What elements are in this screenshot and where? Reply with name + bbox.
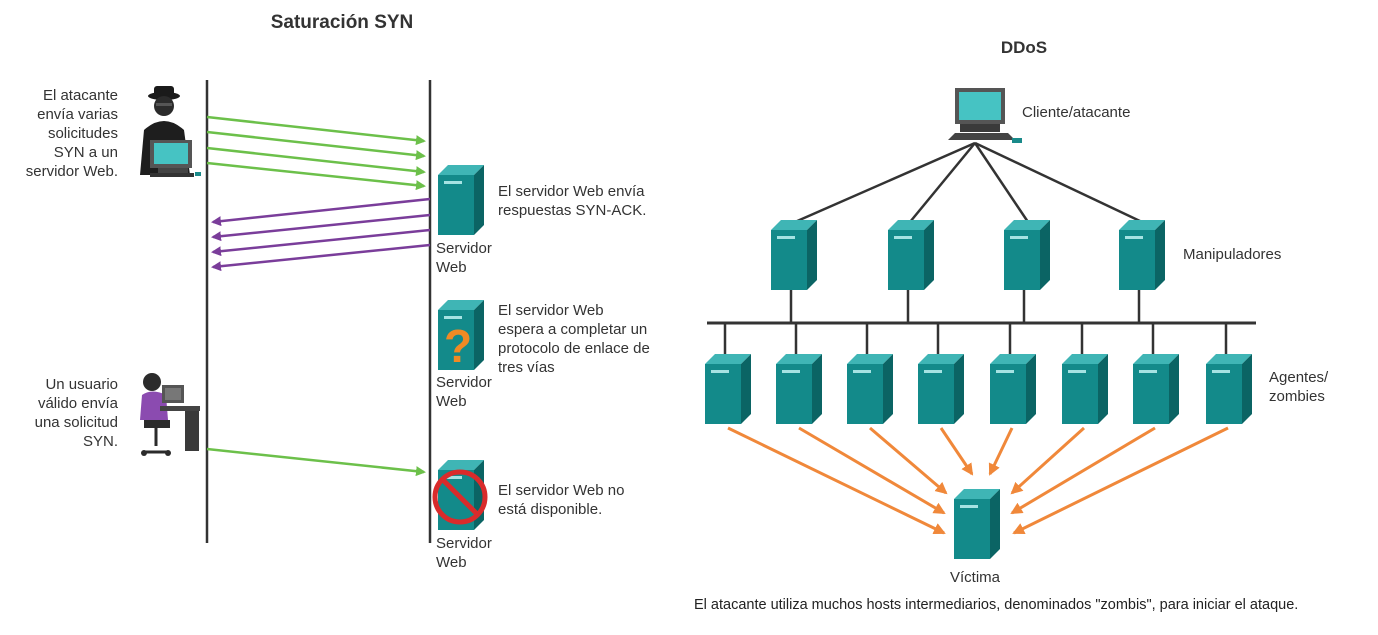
step1-text-line: respuestas SYN-ACK. <box>498 202 646 219</box>
attack-arrow <box>869 426 948 495</box>
server-label: Servidor Web <box>436 535 492 571</box>
client-handler-link <box>794 141 976 224</box>
user-text-line: una solicitud <box>35 414 118 431</box>
syn-arrow <box>206 146 426 177</box>
attack-arrow <box>1010 426 1156 515</box>
syn-request-arrows <box>206 115 426 477</box>
attack-arrow <box>988 427 1014 476</box>
attack-arrow <box>727 426 946 535</box>
server-label-line: Web <box>436 259 467 276</box>
attacker-description: El atacante envía varias solicitudes SYN… <box>26 87 118 180</box>
server-label-line: Servidor <box>436 374 492 391</box>
question-mark-icon: ? <box>444 320 472 372</box>
server-label-line: Web <box>436 554 467 571</box>
handler-server-icon <box>888 220 934 290</box>
attack-arrow <box>1012 426 1229 535</box>
user-text-line: SYN. <box>83 433 118 450</box>
agent-server-icon <box>1133 354 1179 424</box>
server-label: Servidor Web <box>436 374 492 410</box>
agent-server-icon <box>1062 354 1108 424</box>
client-label: Cliente/atacante <box>1022 104 1130 121</box>
syn-arrow <box>206 161 426 191</box>
attack-arrow <box>939 427 974 476</box>
syn-ack-arrow <box>211 243 431 272</box>
server-label: Servidor Web <box>436 240 492 276</box>
ddos-caption: El atacante utiliza muchos hosts interme… <box>694 597 1299 613</box>
agent-server-icon <box>705 354 751 424</box>
handler-bus-stubs <box>789 290 1141 323</box>
server-label-line: Servidor <box>436 240 492 257</box>
server-label-line: Servidor <box>436 535 492 552</box>
user-description: Un usuario válido envía una solicitud SY… <box>35 376 119 450</box>
agent-server-icon <box>990 354 1036 424</box>
syn-ack-arrows <box>211 197 431 272</box>
handler-server-icon <box>1119 220 1165 290</box>
user-syn-arrow <box>206 447 426 477</box>
client-handler-link <box>909 142 976 223</box>
agent-server-icon <box>776 354 822 424</box>
handler-server-icon <box>1004 220 1050 290</box>
attacker-text-line: servidor Web. <box>26 163 118 180</box>
user-text-line: Un usuario <box>45 376 118 393</box>
server-tower-icon <box>438 165 484 235</box>
victim-label: Víctima <box>950 569 1001 586</box>
server-label-line: Web <box>436 393 467 410</box>
agents-label-line: zombies <box>1269 388 1325 405</box>
agent-server-icon <box>847 354 893 424</box>
client-handler-link <box>973 142 1030 223</box>
attack-arrow <box>1010 426 1086 495</box>
syn-arrow <box>206 115 426 146</box>
step1-text-line: El servidor Web envía <box>498 183 645 200</box>
step3-description: El servidor Web no está disponible. <box>498 482 624 518</box>
attack-arrows <box>727 426 1229 535</box>
agent-server-icon <box>918 354 964 424</box>
prohibited-sign-icon <box>432 469 488 525</box>
step2-text-line: protocolo de enlace de <box>498 340 650 357</box>
client-handler-links <box>794 141 1143 224</box>
syn-ack-arrow <box>211 213 431 242</box>
agents-label: Agentes/ zombies <box>1269 369 1329 405</box>
step2-text-line: El servidor Web <box>498 302 604 319</box>
syn-ack-arrow <box>211 197 431 227</box>
step2-description: El servidor Web espera a completar un pr… <box>498 302 650 376</box>
step3-text-line: está disponible. <box>498 501 602 518</box>
ddos-title: DDoS <box>1001 38 1047 57</box>
syn-arrow <box>206 130 426 161</box>
agents-label-line: Agentes/ <box>1269 369 1329 386</box>
syn-flood-title: Saturación SYN <box>271 12 414 33</box>
step1-description: El servidor Web envía respuestas SYN-ACK… <box>498 183 646 219</box>
hacker-at-computer-icon <box>140 86 201 177</box>
attacker-text-line: SYN a un <box>54 144 118 161</box>
computer-workstation-icon <box>948 88 1022 143</box>
step3-text-line: El servidor Web no <box>498 482 624 499</box>
handler-server-icon <box>771 220 817 290</box>
user-text-line: válido envía <box>38 395 119 412</box>
step2-text-line: tres vías <box>498 359 555 376</box>
user-at-desk-icon <box>140 373 200 456</box>
victim-server-icon <box>954 489 1000 559</box>
agent-server-icon <box>1206 354 1252 424</box>
syn-ack-arrow <box>211 228 431 257</box>
step2-text-line: espera a completar un <box>498 321 647 338</box>
client-handler-link <box>974 141 1143 224</box>
attacker-text-line: solicitudes <box>48 125 118 142</box>
agent-bus-stubs <box>723 323 1228 355</box>
attacker-text-line: envía varias <box>37 106 118 123</box>
attack-arrow <box>798 426 946 515</box>
attacker-text-line: El atacante <box>43 87 118 104</box>
handlers-label: Manipuladores <box>1183 246 1281 263</box>
